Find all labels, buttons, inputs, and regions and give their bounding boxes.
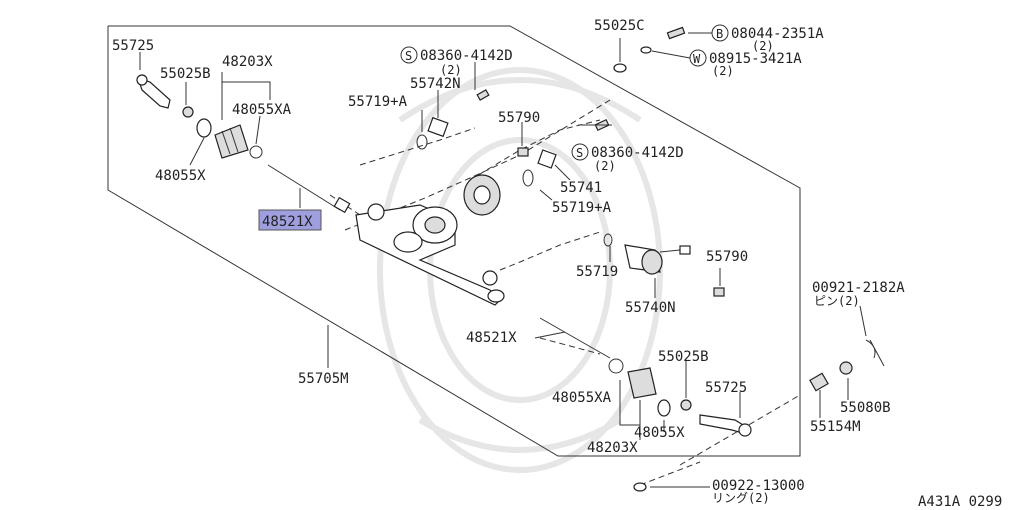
stud-55154m xyxy=(809,372,829,392)
boot-48203x-bottom xyxy=(627,367,657,399)
label-08360-top-qty: (2) xyxy=(440,63,462,77)
label-08044-qty: (2) xyxy=(752,39,774,53)
dashed-guides xyxy=(329,99,801,486)
label-48055x-bottom: 48055X xyxy=(634,425,685,441)
washer-55025c xyxy=(613,63,627,73)
clamp-48055x-bottom xyxy=(657,399,671,417)
label-48055x-top: 48055X xyxy=(155,168,206,184)
bolt-55790-mid xyxy=(713,287,725,297)
label-55025b-top: 55025B xyxy=(160,66,211,82)
label-48521x-bottom: 48521X xyxy=(466,330,517,346)
assembly-outline xyxy=(107,25,801,457)
nut-55080b xyxy=(839,361,853,375)
label-48055xa-top: 48055XA xyxy=(232,102,292,118)
label-55741: 55741 xyxy=(560,180,602,196)
label-55790-mid: 55790 xyxy=(706,249,748,265)
clip-48055xa-bottom xyxy=(608,358,624,374)
pin-00921 xyxy=(865,339,885,367)
label-55719a-top: 55719+A xyxy=(348,94,408,110)
steering-gear-housing xyxy=(355,203,505,306)
label-55719a-mid: 55719+A xyxy=(552,200,612,216)
label-08915: 08915-3421A xyxy=(709,51,802,67)
tie-rod-end-bottom xyxy=(699,414,752,437)
label-00921: 00921-2182A xyxy=(812,280,905,296)
oring-55719 xyxy=(603,233,613,247)
highlight-48521x xyxy=(258,209,322,231)
label-08360-top: 08360-4142D xyxy=(420,48,513,64)
bolt-55790-top xyxy=(517,147,529,157)
oring-55719a-top xyxy=(416,134,428,150)
part-labels: 55725 55025B 48203X 48055XA 48055X 48521… xyxy=(112,18,1002,510)
sensor-55741 xyxy=(537,149,557,169)
label-55725-bottom: 55725 xyxy=(705,380,747,396)
svg-text:S: S xyxy=(405,49,412,63)
label-00921-sub: ピン(2) xyxy=(814,294,860,308)
clamp-48055x-top xyxy=(196,118,212,138)
leader-lines xyxy=(139,32,867,488)
rack-rod-top xyxy=(267,164,351,214)
label-48521x-top: 48521X xyxy=(262,214,313,230)
label-55725-top: 55725 xyxy=(112,38,154,54)
label-55154m: 55154M xyxy=(810,419,861,435)
tie-rod-end-top xyxy=(136,74,171,109)
nut-55025b-bottom xyxy=(680,399,692,411)
ring-00922 xyxy=(633,482,647,492)
nut-55025b-top xyxy=(182,106,194,118)
label-55719: 55719 xyxy=(576,264,618,280)
marker-s-top: S xyxy=(400,46,418,64)
label-00922: 00922-13000 xyxy=(712,478,805,494)
rack-rod-bottom xyxy=(539,317,611,359)
label-08915-qty: (2) xyxy=(712,64,734,78)
oring-55719a-mid xyxy=(522,169,534,187)
label-48203x-top: 48203X xyxy=(222,54,273,70)
motor-55741 xyxy=(463,174,501,216)
svg-text:B: B xyxy=(716,27,723,41)
svg-text:W: W xyxy=(693,52,701,66)
label-08360-mid: 08360-4142D xyxy=(591,145,684,161)
boot-48203x-top xyxy=(214,124,249,159)
clip-48055xa-top xyxy=(249,145,263,159)
label-48055xa-bottom: 48055XA xyxy=(552,390,612,406)
bracket-55742n xyxy=(427,116,449,138)
diagram-code: A431A 0299 xyxy=(918,494,1002,510)
label-55025c: 55025C xyxy=(594,18,645,34)
label-55705m: 55705M xyxy=(298,371,349,387)
marker-s-mid: S xyxy=(571,143,589,161)
label-55742n: 55742N xyxy=(410,76,461,92)
washer-08915 xyxy=(640,46,652,54)
label-55790-top: 55790 xyxy=(498,110,540,126)
label-55740n: 55740N xyxy=(625,300,676,316)
svg-text:S: S xyxy=(576,146,583,160)
label-48203x-bottom: 48203X xyxy=(587,440,638,456)
marker-w: W xyxy=(689,49,707,67)
marker-b: B xyxy=(711,24,729,42)
motor-55740n xyxy=(624,244,691,275)
bolt-08360-top xyxy=(476,89,490,101)
label-00922-sub: リング(2) xyxy=(712,491,770,505)
bolt-08044 xyxy=(666,26,686,40)
label-55025b-bottom: 55025B xyxy=(658,349,709,365)
label-55080b: 55080B xyxy=(840,400,891,416)
label-08360-mid-qty: (2) xyxy=(594,159,616,173)
label-08044: 08044-2351A xyxy=(731,26,824,42)
